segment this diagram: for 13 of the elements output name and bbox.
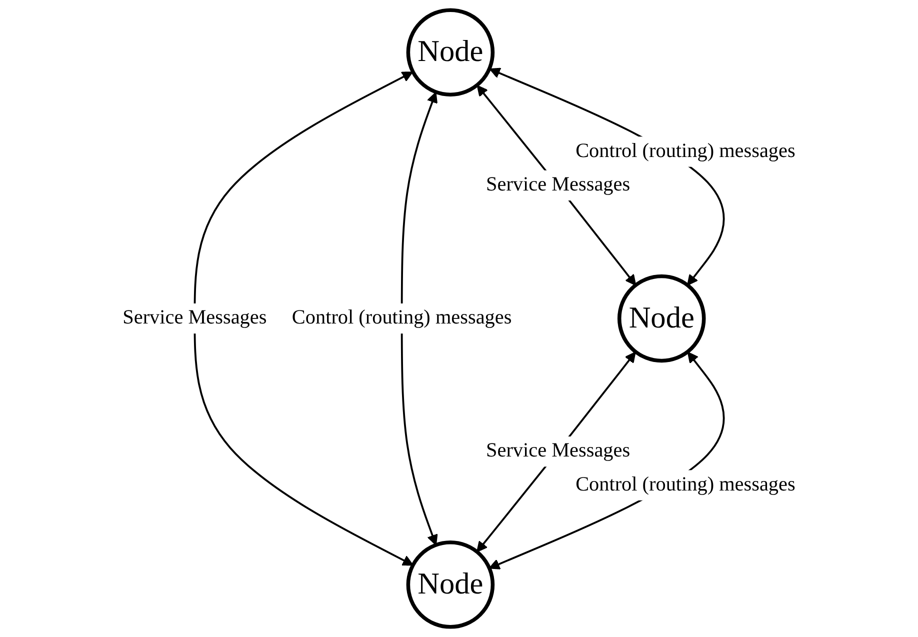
edge-label: Service Messages: [486, 174, 630, 196]
edge-label: Service Messages: [486, 440, 630, 462]
arrow: [476, 352, 636, 552]
edge-label: Service Messages: [122, 307, 267, 329]
arrow: [194, 72, 414, 566]
node-circle: Node: [406, 540, 495, 629]
node-circle: Node: [406, 8, 495, 96]
edge-label: Control (routing) messages: [576, 474, 796, 496]
arrow: [400, 92, 438, 546]
arrow: [476, 85, 636, 286]
edge-label: Control (routing) messages: [292, 307, 512, 329]
edge-label: Control (routing) messages: [576, 140, 796, 162]
node-circle: Node: [617, 274, 706, 363]
